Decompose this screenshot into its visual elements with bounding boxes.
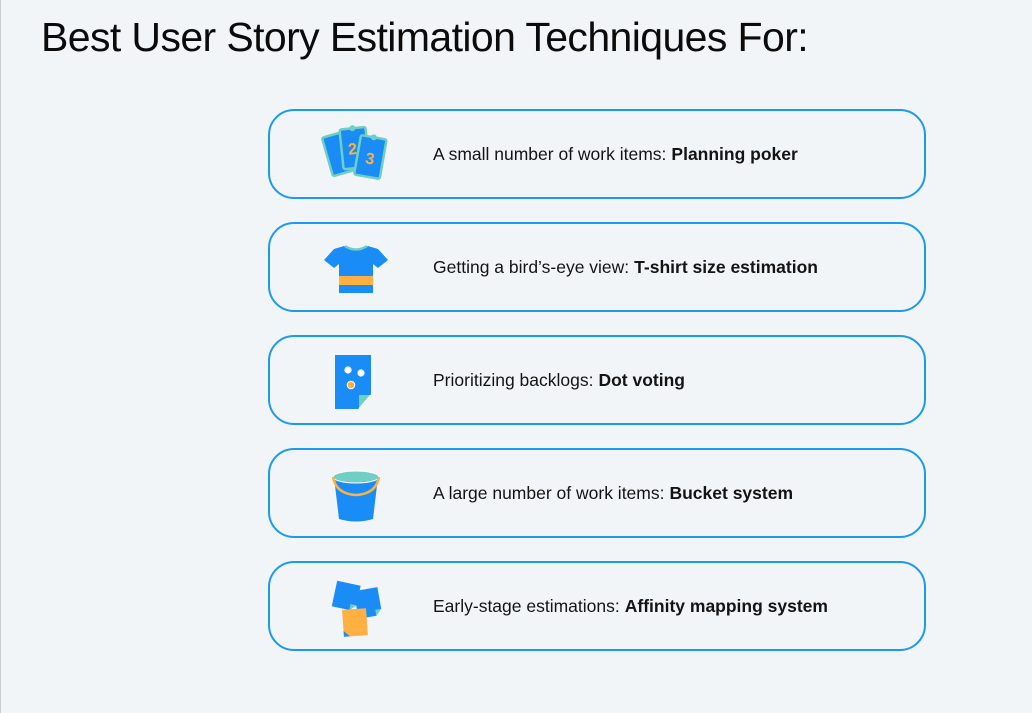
sticky-notes-icon <box>320 573 392 639</box>
technique-card-tshirt-size: Getting a bird’s-eye view: T-shirt size … <box>268 222 926 312</box>
technique-label: A large number of work items: Bucket sys… <box>433 450 793 536</box>
technique-label: Prioritizing backlogs: Dot voting <box>433 337 685 423</box>
t-shirt-icon <box>320 234 392 300</box>
technique-name: Planning poker <box>671 143 798 164</box>
technique-context: Early-stage estimations: <box>433 595 620 616</box>
technique-context: A large number of work items: <box>433 482 665 503</box>
technique-context: Prioritizing backlogs: <box>433 369 594 390</box>
technique-name: Affinity mapping system <box>624 595 828 616</box>
technique-card-affinity-mapping: Early-stage estimations: Affinity mappin… <box>268 561 926 651</box>
technique-label: A small number of work items: Planning p… <box>433 111 798 197</box>
svg-text:2: 2 <box>347 141 358 159</box>
technique-context: A small number of work items: <box>433 143 667 164</box>
technique-context: Getting a bird’s-eye view: <box>433 256 630 277</box>
technique-card-bucket-system: A large number of work items: Bucket sys… <box>268 448 926 538</box>
technique-name: Bucket system <box>669 482 794 503</box>
bucket-icon <box>320 460 392 526</box>
playing-cards-icon: 2 3 <box>320 121 392 187</box>
dotted-note-icon <box>320 347 392 413</box>
technique-card-dot-voting: Prioritizing backlogs: Dot voting <box>268 335 926 425</box>
technique-card-planning-poker: 2 3 A small number of work items: Planni… <box>268 109 926 199</box>
page-title: Best User Story Estimation Techniques Fo… <box>41 14 809 60</box>
technique-label: Early-stage estimations: Affinity mappin… <box>433 563 828 649</box>
technique-name: Dot voting <box>598 369 685 390</box>
svg-text:3: 3 <box>364 150 376 168</box>
technique-name: T-shirt size estimation <box>634 256 818 277</box>
technique-label: Getting a bird’s-eye view: T-shirt size … <box>433 224 818 310</box>
